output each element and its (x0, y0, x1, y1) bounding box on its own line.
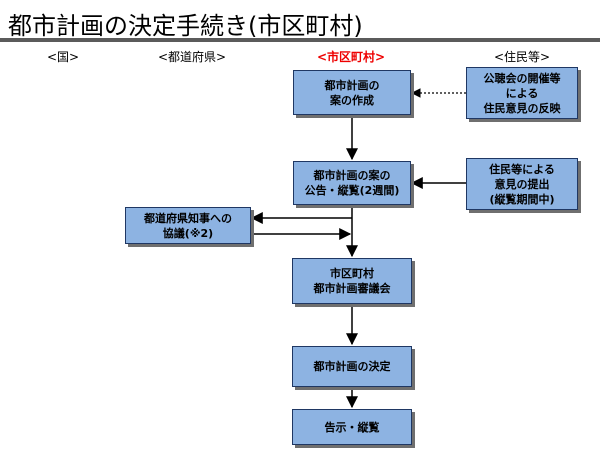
column-header-prefecture: <都道府県> (157, 50, 227, 64)
box-plan-draft: 都市計画の 案の作成 (293, 70, 411, 115)
box-public-meeting: 公聴会の開催等 による 住民意見の反映 (466, 67, 578, 119)
box-city-planning-council: 市区町村 都市計画審議会 (292, 258, 412, 304)
box-announcement: 告示・縦覧 (292, 409, 412, 445)
box-planning-decision: 都市計画の決定 (292, 346, 412, 387)
box-resident-opinion: 住民等による 意見の提出 (縦覧期間中) (466, 158, 578, 210)
title-divider (0, 38, 600, 42)
page-title: 都市計画の決定手続き(市区町村) (8, 12, 363, 40)
column-header-residents: <住民等> (493, 50, 551, 64)
column-header-national: <国> (46, 50, 80, 64)
box-prefecture-consultation: 都道府県知事への 協議(※2) (125, 207, 251, 244)
column-header-municipality: <市区町村> (316, 50, 386, 64)
box-public-notice: 都市計画の案の 公告・縦覧(2週間) (293, 161, 411, 205)
